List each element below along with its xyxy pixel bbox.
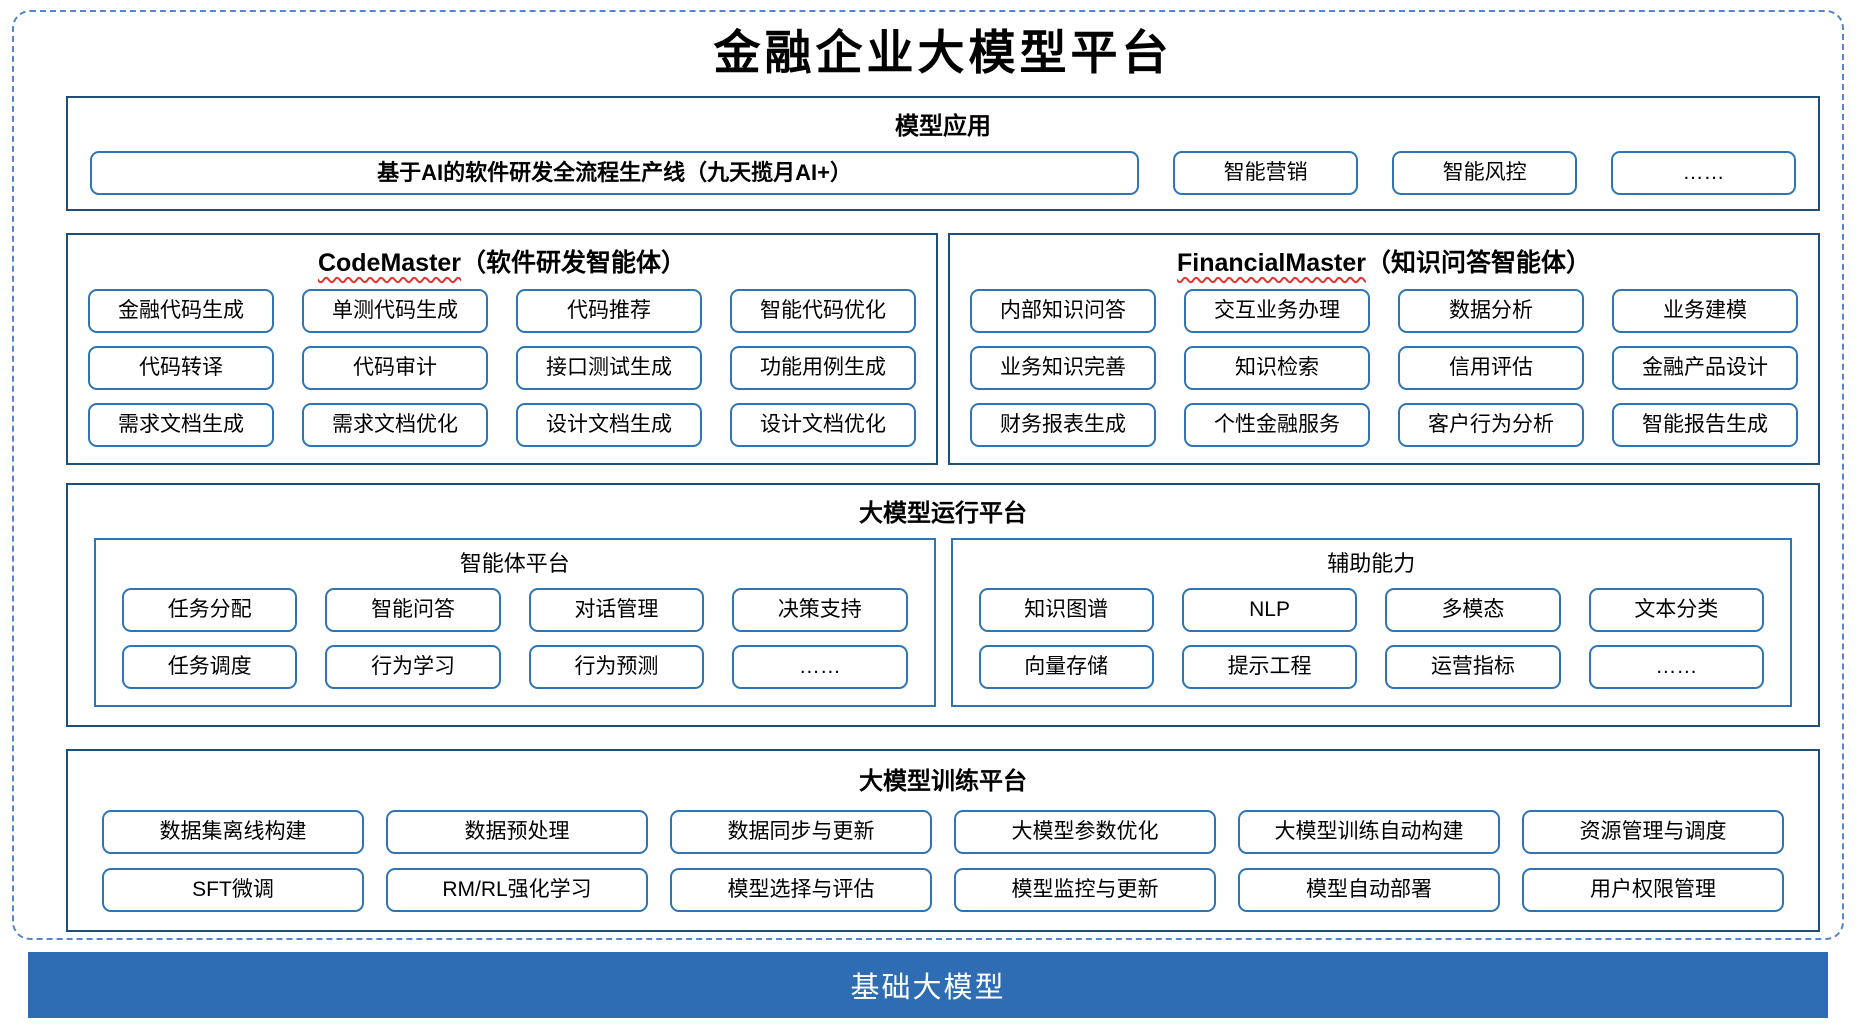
codemaster-item: 需求文档优化 (302, 402, 488, 447)
training-item: SFT微调 (102, 867, 364, 912)
model-application-items: 基于AI的软件研发全流程生产线（九天揽月AI+） 智能营销 智能风控 …… (90, 150, 1796, 195)
codemaster-item: 智能代码优化 (730, 288, 916, 333)
financialmaster-grid: 内部知识问答 交互业务办理 数据分析 业务建模 业务知识完善 知识检索 信用评估… (970, 288, 1798, 447)
agent-platform-item: 任务调度 (122, 644, 298, 689)
financialmaster-suffix: （知识问答智能体） (1365, 248, 1591, 277)
auxiliary-capability-title: 辅助能力 (1327, 550, 1416, 576)
auxiliary-capability-subbox: 辅助能力 知识图谱 NLP 多模态 文本分类 向量存储 提示工程 运营指标 …… (950, 537, 1792, 707)
training-item: 模型选择与评估 (670, 867, 932, 912)
financialmaster-item: 智能报告生成 (1612, 402, 1798, 447)
financialmaster-item: 个性金融服务 (1184, 402, 1370, 447)
agent-platform-grid: 任务分配 智能问答 对话管理 决策支持 任务调度 行为学习 行为预测 …… (122, 587, 908, 689)
auxiliary-capability-grid: 知识图谱 NLP 多模态 文本分类 向量存储 提示工程 运营指标 …… (978, 587, 1764, 689)
training-item: 数据同步与更新 (670, 809, 932, 854)
training-platform-grid: 数据集离线构建 数据预处理 数据同步与更新 大模型参数优化 大模型训练自动构建 … (102, 809, 1784, 912)
training-item: 数据预处理 (386, 809, 648, 854)
financialmaster-item: 内部知识问答 (970, 288, 1156, 333)
auxiliary-item: 文本分类 (1588, 587, 1764, 632)
training-platform-section: 大模型训练平台 数据集离线构建 数据预处理 数据同步与更新 大模型参数优化 大模… (66, 748, 1820, 932)
agent-platform-title: 智能体平台 (459, 550, 570, 576)
codemaster-item: 单测代码生成 (302, 288, 488, 333)
financialmaster-title: FinancialMaster（知识问答智能体） (970, 243, 1798, 279)
codemaster-name: CodeMaster (317, 248, 462, 277)
agent-platform-subbox: 智能体平台 任务分配 智能问答 对话管理 决策支持 任务调度 行为学习 行为预测… (94, 537, 936, 707)
financialmaster-item: 金融产品设计 (1612, 345, 1798, 390)
app-item-marketing: 智能营销 (1173, 150, 1359, 195)
financialmaster-item: 业务建模 (1612, 288, 1798, 333)
app-item-risk-control: 智能风控 (1392, 150, 1578, 195)
codemaster-item: 设计文档优化 (730, 402, 916, 447)
codemaster-item: 需求文档生成 (88, 402, 274, 447)
agents-row: CodeMaster（软件研发智能体） 金融代码生成 单测代码生成 代码推荐 智… (66, 232, 1820, 465)
codemaster-grid: 金融代码生成 单测代码生成 代码推荐 智能代码优化 代码转译 代码审计 接口测试… (88, 288, 916, 447)
codemaster-item: 设计文档生成 (516, 402, 702, 447)
runtime-groups: 智能体平台 任务分配 智能问答 对话管理 决策支持 任务调度 行为学习 行为预测… (94, 537, 1792, 707)
model-application-header: 模型应用 (895, 112, 991, 140)
auxiliary-item: NLP (1181, 587, 1358, 632)
training-item: 大模型训练自动构建 (1238, 809, 1500, 854)
agent-platform-item: 智能问答 (325, 587, 501, 632)
codemaster-item: 代码转译 (88, 345, 274, 390)
financialmaster-item: 信用评估 (1398, 345, 1584, 390)
app-item-ai-pipeline: 基于AI的软件研发全流程生产线（九天揽月AI+） (90, 150, 1140, 195)
agent-platform-item: 任务分配 (122, 587, 298, 632)
financialmaster-item: 交互业务办理 (1184, 288, 1370, 333)
agent-platform-item: 决策支持 (732, 587, 908, 632)
auxiliary-item: 提示工程 (1181, 644, 1358, 689)
training-item: 用户权限管理 (1522, 867, 1784, 912)
auxiliary-item: 多模态 (1385, 587, 1561, 632)
training-item: 大模型参数优化 (954, 809, 1216, 854)
runtime-platform-section: 大模型运行平台 智能体平台 任务分配 智能问答 对话管理 决策支持 任务调度 行… (66, 482, 1820, 727)
agent-platform-item: 对话管理 (528, 587, 705, 632)
codemaster-item: 接口测试生成 (516, 345, 702, 390)
financialmaster-name: FinancialMaster (1177, 248, 1366, 277)
model-application-section: 模型应用 基于AI的软件研发全流程生产线（九天揽月AI+） 智能营销 智能风控 … (66, 95, 1820, 211)
financialmaster-item: 数据分析 (1398, 288, 1584, 333)
financialmaster-item: 知识检索 (1184, 345, 1370, 390)
auxiliary-item: 向量存储 (978, 644, 1154, 689)
codemaster-item: 代码推荐 (516, 288, 702, 333)
financialmaster-section: FinancialMaster（知识问答智能体） 内部知识问答 交互业务办理 数… (948, 232, 1820, 465)
agent-platform-item: 行为预测 (528, 644, 705, 689)
platform-outer-frame: 金融企业大模型平台 模型应用 基于AI的软件研发全流程生产线（九天揽月AI+） … (12, 10, 1844, 940)
auxiliary-item: 知识图谱 (978, 587, 1154, 632)
training-item: RM/RL强化学习 (386, 867, 648, 912)
financialmaster-item: 客户行为分析 (1398, 402, 1584, 447)
training-item: 资源管理与调度 (1522, 809, 1784, 854)
codemaster-title: CodeMaster（软件研发智能体） (88, 243, 916, 279)
training-platform-header: 大模型训练平台 (859, 767, 1027, 795)
training-item: 数据集离线构建 (102, 809, 364, 854)
agent-platform-item: …… (732, 644, 908, 689)
codemaster-item: 金融代码生成 (88, 288, 274, 333)
codemaster-item: 代码审计 (302, 345, 488, 390)
auxiliary-item: …… (1588, 644, 1764, 689)
app-item-ellipsis: …… (1611, 150, 1796, 195)
financialmaster-item: 业务知识完善 (970, 345, 1156, 390)
agent-platform-item: 行为学习 (325, 644, 501, 689)
foundation-model-bar: 基础大模型 (28, 952, 1828, 1018)
codemaster-item: 功能用例生成 (730, 345, 916, 390)
auxiliary-item: 运营指标 (1385, 644, 1561, 689)
runtime-platform-header: 大模型运行平台 (859, 499, 1027, 527)
financialmaster-item: 财务报表生成 (970, 402, 1156, 447)
page-title: 金融企业大模型平台 (713, 26, 1173, 81)
codemaster-section: CodeMaster（软件研发智能体） 金融代码生成 单测代码生成 代码推荐 智… (66, 232, 938, 465)
training-item: 模型自动部署 (1238, 867, 1500, 912)
codemaster-suffix: （软件研发智能体） (461, 248, 687, 277)
training-item: 模型监控与更新 (954, 867, 1216, 912)
